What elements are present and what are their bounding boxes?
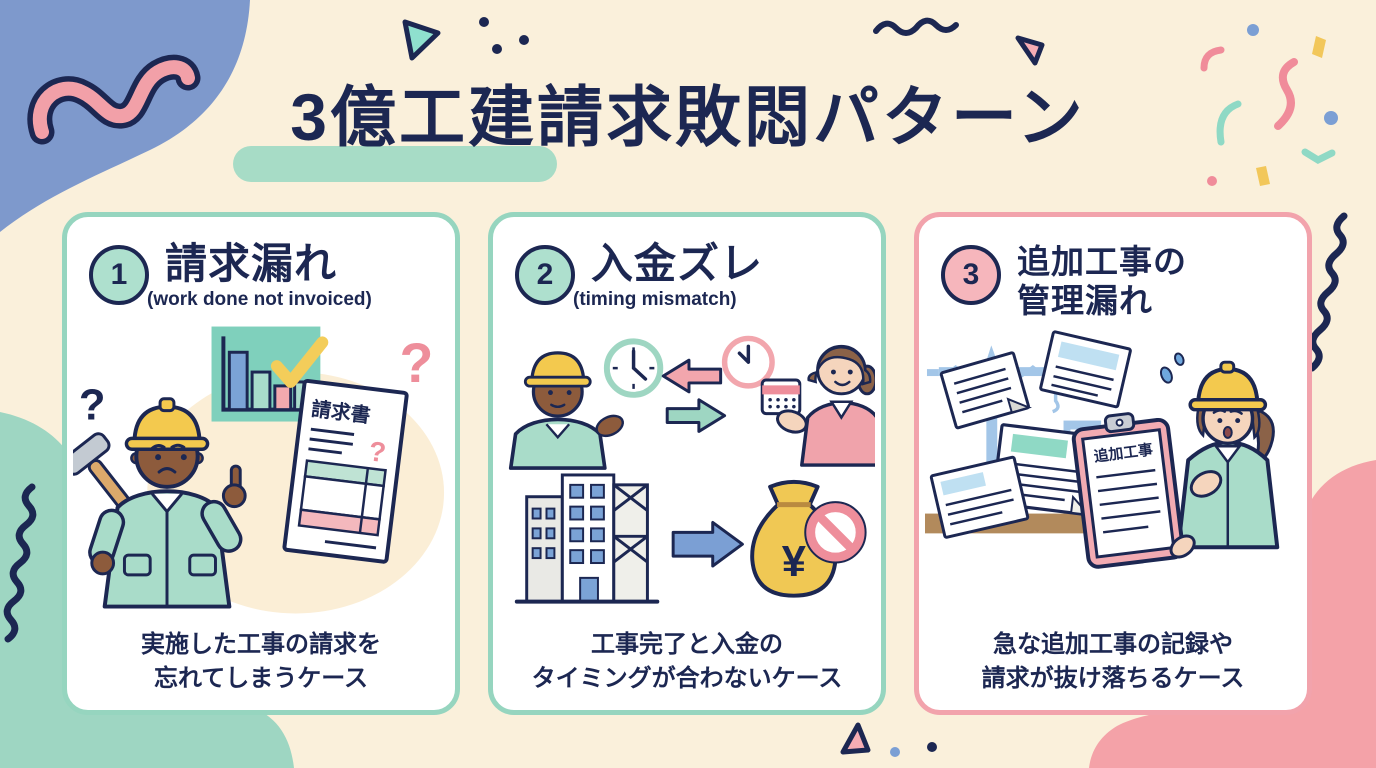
- clock-icon-pink: [721, 335, 775, 389]
- arrow-right-blue-icon: [671, 520, 744, 568]
- card3-illustration: 追加工事: [919, 321, 1307, 628]
- page-title: 3億工建請求敗悶パターン: [290, 80, 1086, 154]
- card3-caption: 急な追加工事の記録や 請求が抜け落ちるケース: [981, 630, 1245, 692]
- bottom-navy-dot: [927, 742, 937, 752]
- left-squiggle-line: [3, 483, 37, 643]
- card1-caption: 実施した工事の請求を 忘れてしまうケース: [141, 630, 381, 692]
- arrow-left-icon: [661, 358, 723, 394]
- card2-title: 入金ズレ: [591, 240, 764, 287]
- invoice-icon: 請求書 ?: [282, 378, 409, 564]
- wave-line-icon: [873, 17, 959, 36]
- card2-illustration: ¥: [493, 311, 881, 628]
- worker-figure: [73, 397, 247, 609]
- card2-subtitle: (timing mismatch): [573, 288, 737, 310]
- bottom-blue-dot: [890, 747, 900, 757]
- card1-subtitle: (work done not invoiced): [147, 288, 372, 310]
- clock-icon: [603, 338, 664, 398]
- card1-illustration: ?: [67, 311, 455, 628]
- confetti-cluster: [1200, 24, 1338, 186]
- yen-symbol: ¥: [782, 538, 807, 586]
- title-block: 3億工建請求敗悶パターン: [0, 80, 1376, 182]
- mint-triangle-icon: [402, 19, 441, 61]
- bar-chart-icon: [211, 326, 329, 422]
- bottom-triangle-icon: [840, 722, 871, 755]
- card3-number-badge: 3: [941, 245, 1001, 305]
- calendar-icon: [760, 378, 802, 415]
- check-icon: [270, 336, 329, 388]
- card1-title: 請求漏れ: [165, 240, 338, 287]
- pink-triangle-icon: [1015, 35, 1045, 66]
- dot-cluster: [479, 17, 529, 54]
- card1-header: 1 請求漏れ (work done not invoiced): [67, 217, 455, 311]
- card-payment-timing: 2 入金ズレ (timing mismatch): [488, 212, 886, 715]
- big-question-mark: ?: [400, 332, 434, 394]
- card2-caption: 工事完了と入金の タイミングが合わないケース: [531, 630, 843, 692]
- flying-papers-icon: [929, 330, 1132, 539]
- card-extra-work-management: 3 追加工事の 管理漏れ: [914, 212, 1312, 715]
- prohibition-icon: [804, 501, 867, 564]
- hard-hat-icon: [1188, 397, 1268, 412]
- pink-squiggle: [33, 60, 195, 139]
- hard-hat-icon: [124, 436, 210, 451]
- clipboard-icon: 追加工事: [1071, 412, 1196, 569]
- pattern-cards: 1 請求漏れ (work done not invoiced) ?: [62, 212, 1312, 715]
- card2-number-badge: 2: [515, 245, 575, 305]
- card-billing-omission: 1 請求漏れ (work done not invoiced) ?: [62, 212, 460, 715]
- card1-number-badge: 1: [89, 245, 149, 305]
- question-mark: ?: [79, 381, 106, 429]
- card2-header: 2 入金ズレ (timing mismatch): [493, 217, 881, 311]
- building-icon: ¥: [514, 473, 867, 604]
- client-figure: [776, 344, 875, 467]
- right-squiggle-line: [1308, 212, 1348, 372]
- hard-hat-icon: [523, 375, 592, 388]
- title-highlight-bar: [233, 146, 557, 182]
- sweat-icon: [1159, 352, 1185, 384]
- worried-worker-figure: [1159, 352, 1280, 550]
- invoice-question-mark: ?: [367, 435, 388, 468]
- card3-header: 3 追加工事の 管理漏れ: [919, 217, 1307, 321]
- arrow-right-icon: [665, 398, 727, 433]
- card3-title: 追加工事の 管理漏れ: [1017, 243, 1187, 319]
- worker-figure: [508, 351, 624, 470]
